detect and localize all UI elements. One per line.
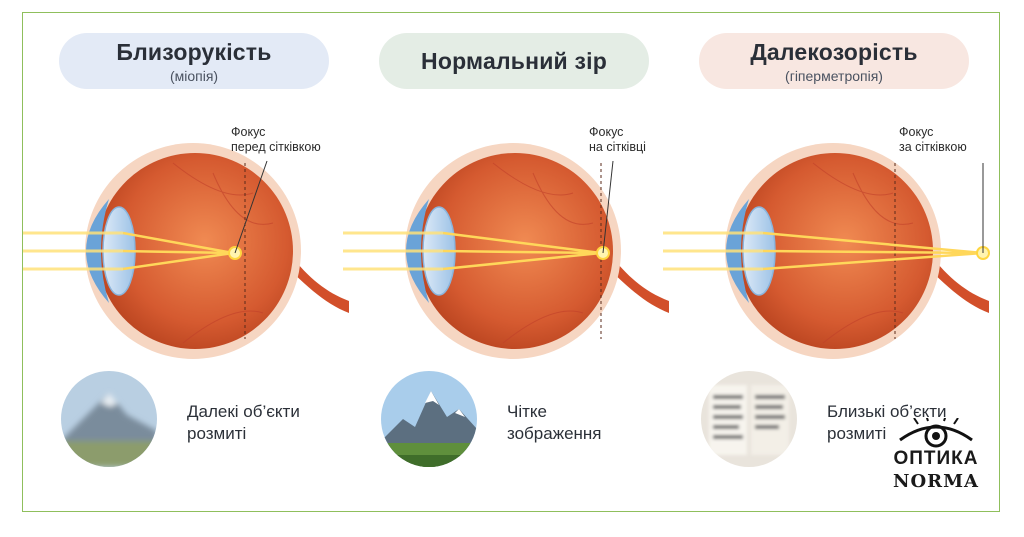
caption: Далекі об’єкти розмиті [187, 401, 337, 445]
caption-line1: Чітке [507, 402, 547, 421]
focus-label-line1: Фокус [899, 125, 934, 139]
caption: Чітке зображення [507, 401, 657, 445]
panel-title: Нормальний зір [421, 47, 607, 74]
thumbnail-clear-mountain [381, 371, 477, 467]
focus-pointer [602, 160, 614, 254]
focus-pointer [234, 160, 268, 254]
eye-logo-icon [899, 418, 973, 448]
panel-title: Близорукість [116, 38, 272, 65]
light-rays [663, 231, 984, 271]
title-pill-hyperopia: Далекозорість (гіперметропія) [699, 33, 969, 89]
focus-label: Фокус перед сітківкою [231, 125, 321, 155]
panel-subtitle: (гіперметропія) [785, 67, 883, 84]
focus-label: Фокус на сітківці [589, 125, 646, 155]
blood-vessels [812, 162, 914, 344]
panel-hyperopia: Далекозорість (гіперметропія) [663, 13, 990, 511]
light-rays [23, 231, 234, 271]
blood-vessels [492, 162, 594, 344]
focus-label-line2: перед сітківкою [231, 140, 321, 154]
eyeball-interior [97, 153, 293, 349]
thumbnail-blurred-book [701, 371, 797, 467]
focus-label-line2: на сітківці [589, 140, 646, 154]
focus-label-line2: за сітківкою [899, 140, 967, 154]
light-rays [343, 231, 602, 271]
eye-diagram-normal [343, 143, 669, 359]
blood-vessels [172, 162, 274, 344]
thumbnail-blurred-mountain [61, 371, 157, 467]
caption-line2: розмиті [827, 424, 887, 443]
focus-label: Фокус за сітківкою [899, 125, 967, 155]
title-pill-normal: Нормальний зір [379, 33, 649, 89]
title-pill-myopia: Близорукість (міопія) [59, 33, 329, 89]
panel-myopia: Близорукість (міопія) [23, 13, 349, 511]
logo-text-norma: NORMA [893, 471, 979, 492]
focus-label-line1: Фокус [231, 125, 266, 139]
panel-subtitle: (міопія) [169, 67, 219, 84]
panel-normal: Нормальний зір [343, 13, 669, 511]
caption-line2: зображення [507, 424, 602, 443]
infographic-frame: Близорукість (міопія) [22, 12, 1000, 512]
caption-line1: Далекі об’єкти [187, 402, 300, 421]
panel-title: Далекозорість [750, 38, 918, 65]
optika-norma-logo: ОПТИКА NORMA [888, 418, 984, 498]
eye-diagram-myopia [23, 143, 349, 359]
caption-line2: розмиті [187, 424, 247, 443]
caption-line1: Близькі об’єкти [827, 402, 947, 421]
focus-label-line1: Фокус [589, 125, 624, 139]
caption: Близькі об’єкти розмиті [827, 401, 977, 445]
logo-text-optika: ОПТИКА [893, 448, 979, 469]
eye-diagram-hyperopia [663, 143, 990, 359]
